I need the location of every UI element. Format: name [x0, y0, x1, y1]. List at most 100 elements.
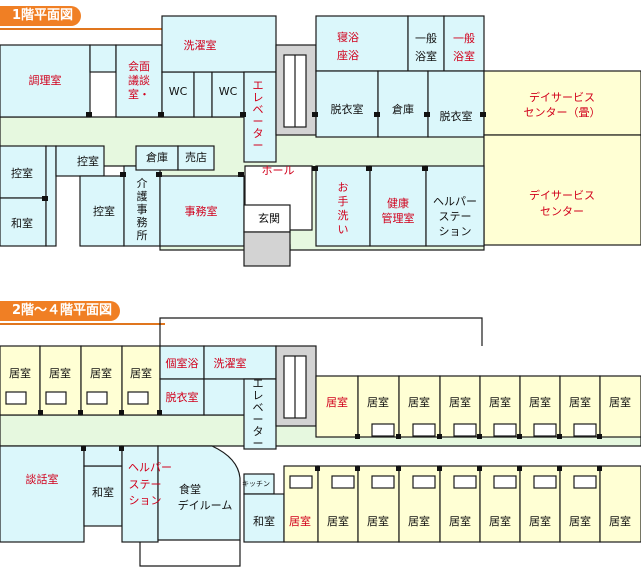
floor1-wc1: [161, 71, 195, 118]
label-wc1: WC: [169, 85, 188, 98]
label-living-11: 居室: [609, 395, 631, 409]
label-elevator2-4: タ: [253, 425, 264, 438]
label-living-2: 居室: [49, 366, 71, 380]
label-living-6: 居室: [408, 395, 430, 409]
label-elevator2-2: ベ: [253, 401, 264, 414]
label-dressing2: 脱衣室: [440, 109, 473, 123]
floor1-storage1: [377, 70, 429, 138]
label-waiting1: 控室: [11, 166, 33, 180]
label-health-1: 健康: [387, 196, 409, 210]
floor1-wc2: [211, 71, 245, 118]
floor1-meeting: [115, 44, 163, 118]
label-dining-2: デイルーム: [178, 498, 233, 512]
label-washroom-3: い: [338, 223, 349, 236]
label-general-bath-2: 浴室: [415, 49, 437, 63]
floor1-health-room: [369, 165, 427, 247]
floor2-lounge: [0, 445, 85, 543]
label-living-9: 居室: [529, 395, 551, 409]
label-living-8: 居室: [489, 395, 511, 409]
label-general-bath-red-2: 浴室: [453, 49, 475, 63]
floor1-general-bath-red: [443, 15, 485, 72]
label-japanese2: 和室: [92, 485, 114, 499]
label-helper2-2: ステー: [129, 478, 162, 491]
label-elevator2-1: レ: [253, 389, 264, 402]
floor1-waiting1: [0, 145, 47, 199]
label-elevator1-5: ー: [253, 139, 264, 152]
label-helper1-1: ヘルパー: [433, 195, 477, 208]
floor1-dressing2: [427, 70, 485, 138]
floor1-bath-sit: [315, 15, 409, 72]
label-dayservice-1: デイサービス: [529, 188, 595, 202]
label-waiting3: 控室: [93, 204, 115, 218]
label-living-red-2: 居室: [289, 514, 311, 528]
label-waiting2: 控室: [77, 154, 99, 168]
floor1-labels: 調理室 会面 議談 室・ WC WC 洗濯室 寝浴 座浴 一般 浴室 一般 浴室…: [11, 30, 601, 242]
label-living-16: 居室: [489, 514, 511, 528]
label-office: 事務室: [185, 204, 218, 218]
label-dayservice-2: センター: [540, 205, 584, 218]
floor1-laundry: [161, 15, 277, 73]
label-living-19: 居室: [609, 514, 631, 528]
label-care-office-2: 事: [137, 203, 148, 216]
label-health-2: 管理室: [382, 211, 415, 225]
label-living-red-1: 居室: [326, 395, 348, 409]
label-laundry: 洗濯室: [184, 38, 217, 52]
label-care-office-3: 務: [137, 215, 148, 229]
floor2-dining: [157, 445, 241, 541]
floor1-plan: [0, 15, 641, 267]
label-living-5: 居室: [367, 395, 389, 409]
floor1-underline: [0, 28, 165, 30]
floor1-shop: [177, 145, 215, 171]
label-general-bath-1: 一般: [415, 32, 437, 45]
label-helper1-2: ステー: [439, 210, 472, 223]
floor2-balcony-outline: [159, 317, 483, 346]
floor1-title: 1階平面図: [12, 8, 74, 23]
floor1-storage2: [135, 145, 179, 171]
floor1-dayservice: [483, 134, 641, 246]
label-kitchen: 調理室: [29, 73, 62, 87]
label-wc2: WC: [219, 85, 238, 98]
label-japanese3: 和室: [253, 514, 275, 528]
label-elevator1-2: ベ: [253, 103, 264, 116]
floor1-kitchen: [0, 44, 91, 118]
floor2-helper: [121, 445, 159, 543]
floor2-title-banner: 2階～４階平面図: [0, 301, 121, 321]
label-dayservice-tatami-2: センター（畳）: [524, 106, 601, 119]
label-japanese1: 和室: [11, 216, 33, 230]
label-elevator2-3: ー: [253, 413, 264, 426]
label-washroom-1: 手: [338, 194, 349, 208]
label-hall: ホール: [262, 164, 295, 177]
label-shop: 売店: [185, 150, 207, 164]
floor1-helper: [425, 165, 485, 247]
label-helper1-3: ション: [439, 225, 472, 238]
label-laundry2: 洗濯室: [214, 356, 247, 370]
label-bath-sit-2: 座浴: [337, 48, 359, 62]
label-living-3: 居室: [90, 366, 112, 380]
label-living-14: 居室: [408, 514, 430, 528]
label-living-12: 居室: [327, 514, 349, 528]
label-living-7: 居室: [449, 395, 471, 409]
label-living-15: 居室: [449, 514, 471, 528]
label-storage1: 倉庫: [392, 102, 414, 116]
label-dressing: 脱衣室: [166, 390, 199, 404]
label-care-office-0: 介: [137, 177, 148, 190]
floor2-dressing: [159, 378, 205, 416]
floor2-elevator: [243, 378, 277, 450]
label-care-office-4: 所: [137, 229, 148, 242]
label-helper2-1: ヘルパー: [128, 461, 172, 474]
floor2-plan: [0, 317, 641, 567]
label-general-bath-red-1: 一般: [453, 32, 475, 45]
label-washroom-2: 洗: [338, 209, 349, 222]
label-bath-sit-1: 寝浴: [337, 30, 359, 44]
floor2-labels: 居室 居室 居室 居室 個室浴 脱衣室 洗濯室 エ レ ベ ー タ ー 居室 居…: [9, 356, 631, 528]
label-elevator1-4: タ: [253, 127, 264, 140]
floor1-title-banner: 1階平面図: [0, 6, 82, 26]
label-dayservice-tatami-1: デイサービス: [529, 90, 595, 104]
floor1-general-bath: [407, 15, 445, 72]
floor2-private-bath: [159, 345, 205, 380]
label-care-office-1: 護: [137, 189, 148, 203]
label-living-13: 居室: [367, 514, 389, 528]
label-living-1: 居室: [9, 366, 31, 380]
floor1-office: [159, 175, 245, 247]
